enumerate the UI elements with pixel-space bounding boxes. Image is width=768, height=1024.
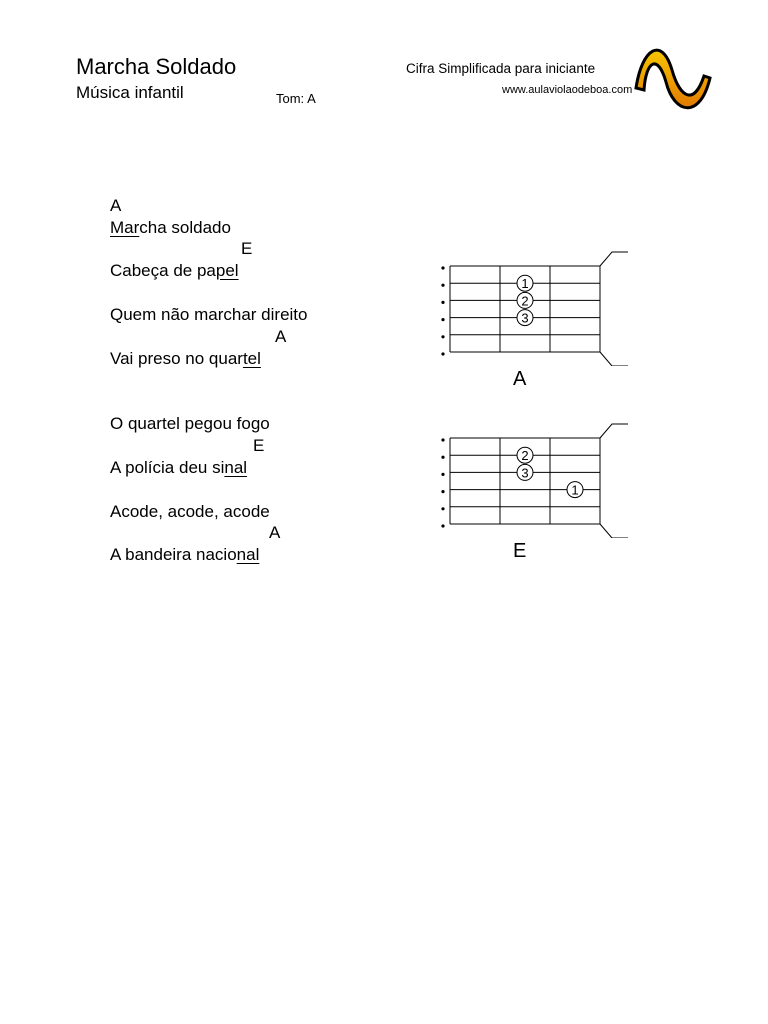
open-string-dot <box>441 335 445 339</box>
open-string-dot <box>441 524 445 528</box>
chord-label: A <box>110 196 122 215</box>
syllable-underlined: pel <box>215 261 239 280</box>
finger-marker: 3 <box>516 309 534 327</box>
open-string-dot <box>441 455 445 459</box>
chord-diagram-e: 2 3 1 <box>441 423 628 538</box>
finger-marker: 1 <box>566 481 584 499</box>
syllable-underlined: tel <box>242 349 261 368</box>
lyric-line: Vai preso no quartel <box>110 349 261 368</box>
lyric-line: Acode, acode, acode <box>110 502 270 521</box>
lyric-line: Quem não marchar direito <box>110 305 308 324</box>
chord-diagram-name: E <box>513 540 527 562</box>
lyric-line: Cabeça de papel <box>110 261 239 280</box>
open-string-dot <box>441 352 445 356</box>
finger-marker: 3 <box>516 463 534 481</box>
neck-bracket <box>599 251 628 366</box>
chord-diagram-name: A <box>513 368 527 390</box>
finger-marker: 2 <box>516 446 534 464</box>
open-string-dot <box>441 283 445 287</box>
finger-number: 3 <box>521 311 528 326</box>
lyric-line: A polícia deu sinal <box>110 458 248 477</box>
chord-diagram-a: 1 2 3 <box>441 251 628 366</box>
lyric-line: O quartel pegou fogo <box>110 414 270 433</box>
syllable-underlined: Mar <box>110 218 140 237</box>
key-label: Tom: A <box>276 91 316 106</box>
chord-label: E <box>241 239 253 258</box>
page-title: Marcha Soldado <box>76 54 237 79</box>
chord-label: E <box>253 436 265 455</box>
open-string-dot <box>441 266 445 270</box>
open-string-dot <box>441 490 445 494</box>
lyric-line: A bandeira nacional <box>110 545 260 564</box>
finger-number: 1 <box>571 483 578 498</box>
open-string-dot <box>441 300 445 304</box>
finger-marker: 1 <box>516 274 534 292</box>
open-string-dot <box>441 438 445 442</box>
chord-label: A <box>275 327 287 346</box>
syllable-underlined: nal <box>224 458 248 477</box>
chord-label: A <box>269 523 281 542</box>
open-string-dot <box>441 318 445 322</box>
finger-number: 1 <box>521 276 528 291</box>
finger-number: 3 <box>521 465 528 480</box>
finger-number: 2 <box>521 448 528 463</box>
tagline: Cifra Simplificada para iniciante <box>406 61 596 76</box>
syllable-underlined: nal <box>236 545 260 564</box>
page-subtitle: Música infantil <box>76 83 184 102</box>
website-link[interactable]: www.aulaviolaodeboa.com <box>502 84 633 96</box>
neck-bracket <box>599 423 628 538</box>
finger-marker: 2 <box>516 291 534 309</box>
open-string-dot <box>441 472 445 476</box>
lyric-line: Marcha soldado <box>110 218 231 237</box>
wave-logo <box>634 48 712 110</box>
open-string-dot <box>441 507 445 511</box>
finger-number: 2 <box>521 293 528 308</box>
